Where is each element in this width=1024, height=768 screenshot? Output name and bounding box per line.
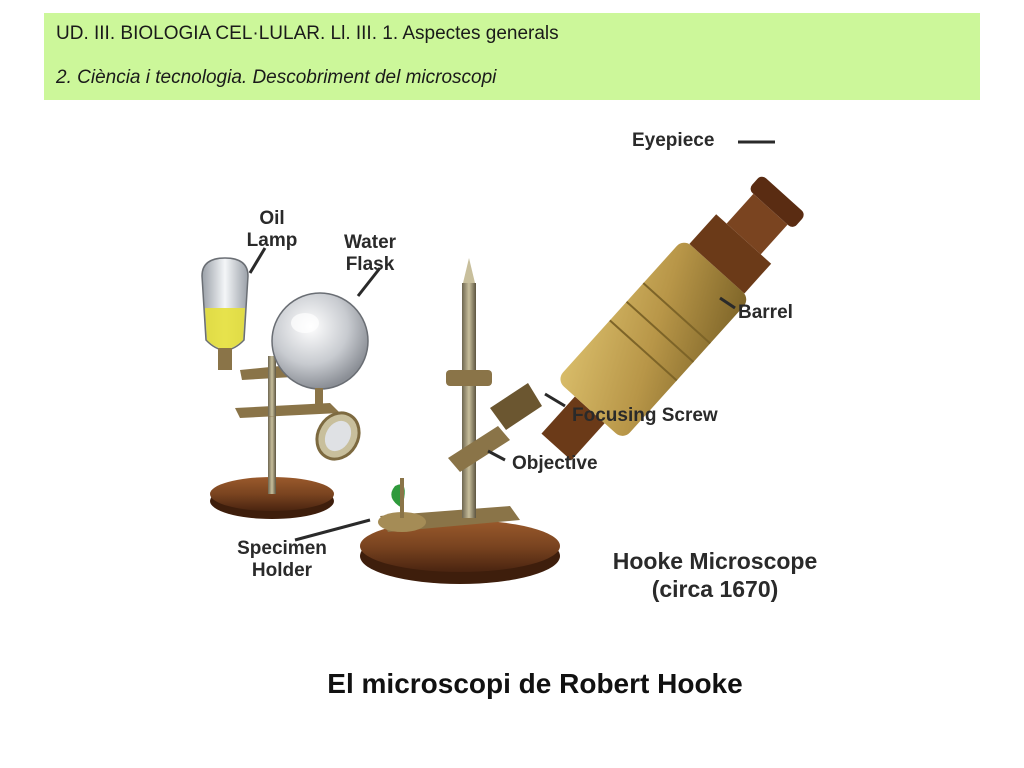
- barrel-label: Barrel: [738, 302, 793, 323]
- objective-label: Objective: [512, 453, 598, 474]
- slide-caption: El microscopi de Robert Hooke: [327, 668, 743, 699]
- eyepiece-label: Eyepiece: [632, 130, 715, 151]
- lamp-stand: [210, 356, 340, 519]
- specimen-holder-label-line2: Holder: [251, 560, 313, 581]
- microscope-base: [360, 478, 560, 584]
- oil-lamp-label-line2: Lamp: [246, 230, 298, 251]
- oil-lamp: [201, 257, 249, 370]
- focusing-screw-label: Focusing Screw: [572, 405, 718, 426]
- header-subtitle: 2. Ciència i tecnologia. Descobriment de…: [56, 67, 497, 88]
- microscope-drawing: [201, 140, 804, 584]
- figure-title-line2: (circa 1670): [651, 576, 779, 602]
- callout-leaders: [248, 140, 775, 542]
- water-flask-label-line2: Flask: [345, 254, 395, 275]
- header-title: UD. III. BIOLOGIA CEL·LULAR. Ll. III. 1.…: [56, 23, 559, 44]
- oil-lamp-label-line1: Oil: [259, 208, 285, 229]
- microscope-pillar: [446, 258, 492, 518]
- header-band: UD. III. BIOLOGIA CEL·LULAR. Ll. III. 1.…: [44, 13, 980, 100]
- figure-title-line1: Hooke Microscope: [612, 548, 818, 574]
- water-flask: [271, 292, 369, 461]
- hooke-microscope-illustration: Eyepiece Oil Lamp Water Flask Barrel Foc…: [180, 108, 870, 628]
- objective: [448, 383, 542, 472]
- water-flask-label-line1: Water: [343, 232, 397, 253]
- microscope-barrel: [541, 176, 804, 461]
- specimen-holder-label-line1: Specimen: [237, 538, 327, 559]
